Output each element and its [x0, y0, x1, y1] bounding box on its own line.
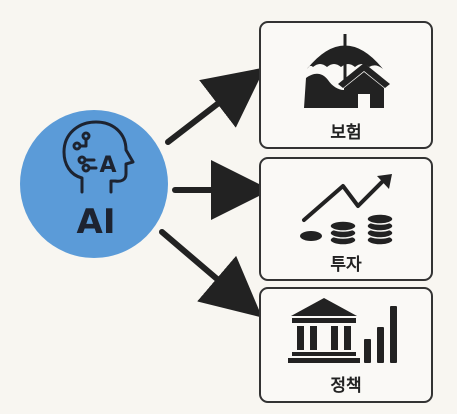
insurance-label: 보험	[330, 122, 361, 143]
ai-node: A AI	[20, 110, 168, 258]
investment-label: 투자	[330, 255, 362, 275]
investment-box: 투자	[259, 157, 433, 281]
policy-box: 정책	[259, 287, 433, 403]
arrow-to-policy	[159, 229, 263, 318]
arrow-to-insurance	[165, 67, 266, 145]
ai-label: AI	[77, 202, 116, 242]
policy-label: 정책	[330, 376, 361, 396]
head-icon-letter: A	[99, 153, 116, 178]
umbrella-house-icon	[304, 34, 390, 108]
head-with-circuit-icon: A	[62, 120, 135, 194]
government-building-chart-icon	[288, 298, 397, 363]
coins-growth-icon	[300, 174, 394, 246]
insurance-box: 보험	[259, 21, 433, 149]
ai-circle	[20, 110, 168, 258]
